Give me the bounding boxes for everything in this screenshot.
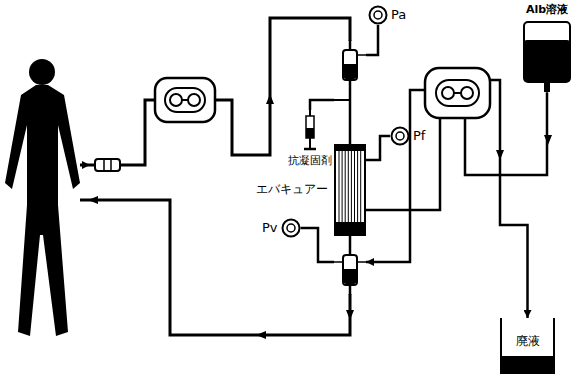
pressure-gauge: Pa bbox=[368, 5, 406, 25]
waste-liquid bbox=[502, 356, 553, 372]
node-label: エバキュアー bbox=[256, 182, 328, 196]
syringe-symbol bbox=[303, 110, 317, 152]
node-label: Alb溶液 bbox=[526, 3, 568, 16]
node-label: 抗凝固剤 bbox=[288, 154, 332, 167]
node-label: 廃液 bbox=[514, 334, 542, 348]
venous-tube bbox=[80, 200, 350, 335]
waste-container: 廃液 bbox=[500, 318, 555, 374]
node-label: Pv bbox=[262, 220, 278, 236]
filter-symbol bbox=[334, 40, 366, 295]
arterial-tube bbox=[214, 18, 350, 155]
node-label: Pa bbox=[391, 7, 406, 23]
gauge-symbol bbox=[368, 5, 388, 25]
albumin-bag: Alb溶液 bbox=[515, 3, 579, 92]
gauge-symbol bbox=[281, 218, 301, 238]
arterial-tube bbox=[120, 100, 156, 165]
flow-arrow bbox=[82, 94, 552, 339]
tube-connector bbox=[310, 100, 334, 110]
patient-figure bbox=[5, 59, 80, 336]
anticoagulant-syringe: 抗凝固剤 bbox=[278, 110, 342, 167]
blood-pump bbox=[155, 78, 215, 122]
bag-symbol bbox=[522, 20, 572, 92]
node-label: Pf bbox=[413, 128, 425, 144]
tube-connector bbox=[301, 228, 334, 262]
connector bbox=[95, 159, 120, 171]
pressure-gauge: Pf bbox=[390, 126, 425, 146]
plasma-filter: エバキュアー bbox=[334, 40, 366, 295]
tube-connector bbox=[366, 25, 378, 55]
double-pump bbox=[425, 68, 490, 118]
tube-connector bbox=[366, 136, 390, 160]
pressure-gauge: Pv bbox=[262, 218, 301, 238]
gauge-symbol bbox=[390, 126, 410, 146]
